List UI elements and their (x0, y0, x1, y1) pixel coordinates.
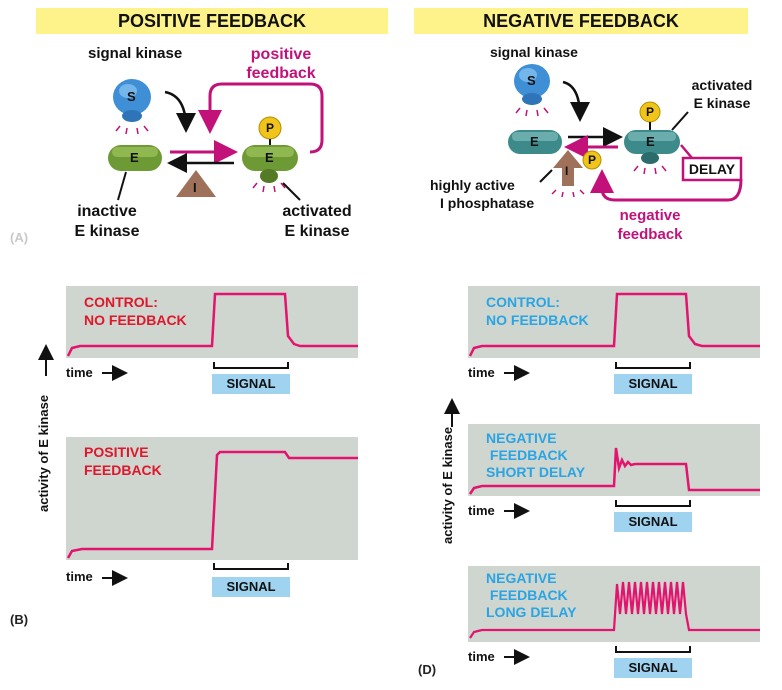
inactive-e-kinase-label-1: inactive (77, 203, 137, 220)
d-short-delay-trace (468, 447, 760, 495)
d-signal-box-3: SIGNAL (614, 658, 692, 678)
b-time-label-2: time (66, 569, 93, 584)
d-signal-box-1: SIGNAL (614, 374, 692, 394)
inactive-e-node (108, 145, 162, 171)
right-inactive-e-node (508, 130, 562, 154)
right-signal-kinase-s-node (514, 64, 550, 117)
b-signal-box-2: SIGNAL (212, 577, 290, 597)
right-e-inactive-letter: E (530, 134, 539, 149)
d-control-trace (468, 292, 760, 357)
activated-e-kinase-label-1: activated (282, 203, 352, 220)
panel-letter-b: (B) (10, 612, 29, 627)
right-p-on-i-letter: P (588, 153, 597, 167)
d-y-axis-label: activity of E kinase (440, 426, 455, 544)
b-control-text-2: NO FEEDBACK (84, 312, 187, 328)
positive-feedback-label-2: feedback (246, 65, 316, 82)
panel-letter-a: (A) (10, 230, 29, 245)
b-time-label-1: time (66, 365, 93, 380)
right-i-letter: I (565, 164, 569, 178)
left-signal-kinase-label: signal kinase (88, 45, 183, 62)
d-short-text-2: FEEDBACK (486, 447, 568, 463)
left-i-letter: I (193, 180, 197, 195)
d-time-label-3: time (468, 649, 495, 664)
d-long-delay-trace (469, 581, 760, 639)
right-activated-label-1: activated (691, 77, 753, 93)
d-control-text-1: CONTROL: (486, 294, 560, 310)
positive-feedback-label-1: positive (250, 46, 312, 63)
phosphatase-label-2: I phosphatase (440, 195, 535, 211)
b-positive-text-2: FEEDBACK (84, 462, 162, 478)
b-control-trace (66, 292, 358, 357)
d-signal-box-2: SIGNAL (614, 512, 692, 532)
inactive-e-kinase-label-2: E kinase (74, 223, 140, 240)
right-activated-e-node (624, 101, 680, 175)
negative-feedback-banner: NEGATIVE FEEDBACK (414, 8, 748, 34)
b-positive-trace (66, 450, 358, 559)
positive-feedback-banner: POSITIVE FEEDBACK (36, 8, 388, 34)
activated-e-kinase-label-2: E kinase (284, 223, 350, 240)
right-p-on-e-letter: P (646, 105, 655, 119)
right-activated-label-2: E kinase (693, 95, 751, 111)
d-long-text-1: NEGATIVE (486, 570, 557, 586)
left-e-inactive-letter: E (130, 150, 139, 165)
left-s-letter: S (127, 89, 136, 104)
negative-feedback-label-1: negative (619, 207, 681, 224)
phosphatase-label-1: highly active (430, 177, 515, 193)
d-long-text-2: FEEDBACK (486, 587, 568, 603)
left-e-active-letter: E (265, 150, 274, 165)
phosphatase-i-triangle (176, 170, 216, 197)
right-s-letter: S (527, 73, 536, 88)
b-signal-box-1: SIGNAL (212, 374, 290, 394)
delay-label: DELAY (688, 161, 736, 177)
left-p-letter: P (266, 121, 275, 135)
b-control-text-1: CONTROL: (84, 294, 158, 310)
b-y-axis-label: activity of E kinase (36, 394, 51, 512)
right-signal-kinase-label: signal kinase (490, 44, 578, 60)
d-control-text-2: NO FEEDBACK (486, 312, 589, 328)
activated-e-node (242, 116, 298, 193)
negative-feedback-label-2: feedback (617, 226, 683, 243)
b-positive-text-1: POSITIVE (84, 444, 149, 460)
d-short-text-3: SHORT DELAY (486, 464, 586, 480)
panel-letter-d: (D) (418, 662, 437, 677)
right-e-active-letter: E (646, 134, 655, 149)
d-long-text-3: LONG DELAY (486, 604, 577, 620)
d-short-text-1: NEGATIVE (486, 430, 557, 446)
signal-kinase-s-node (113, 79, 151, 135)
d-time-label-1: time (468, 365, 495, 380)
delay-box (681, 156, 743, 182)
d-time-label-2: time (468, 503, 495, 518)
